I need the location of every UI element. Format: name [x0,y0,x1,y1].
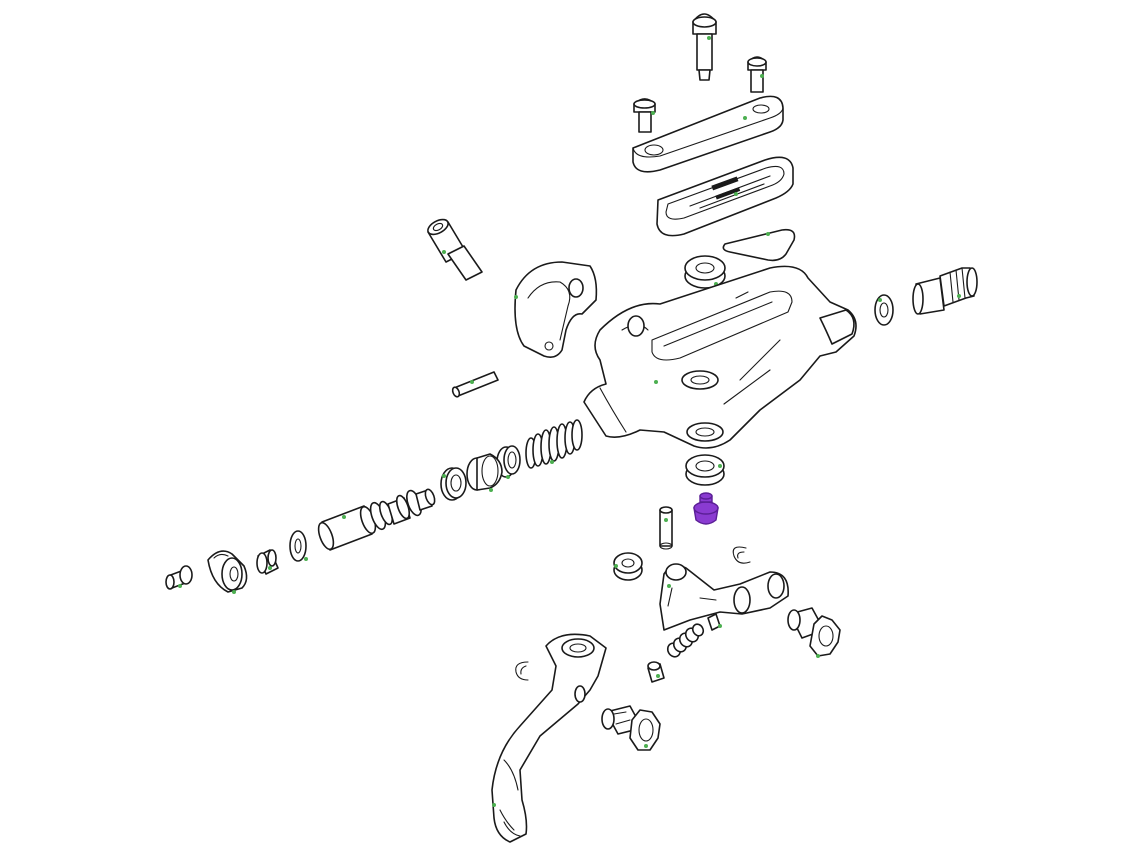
return-spring [525,419,583,469]
callout-dot [644,744,648,748]
callout-dot [492,803,496,807]
snap-ring-right [732,546,751,564]
lever-cam [659,563,789,631]
callout-dot [707,36,711,40]
callout-dot [550,460,554,464]
reservoir-bladder [656,156,794,237]
hose-barb-fitting [912,267,978,315]
crush-washer [874,294,894,326]
callout-dot [232,590,236,594]
top-cap-bolt-long [692,13,717,81]
piston-washer [289,530,308,562]
reservoir-cover [632,95,784,173]
master-piston [317,488,436,551]
piston-boot-cap [256,549,279,575]
piston-retainer [207,550,248,594]
snap-ring-left [515,661,529,681]
callout-dot [766,232,770,236]
lever-blade [491,633,607,843]
callout-dot [614,564,618,568]
lever-body [583,265,857,449]
callout-dot [651,111,655,115]
callout-dot [268,566,272,570]
handlebar-clamp [514,261,598,358]
callout-dot [743,116,747,120]
retainer-bolt [165,565,193,590]
top-cap-bolt-short [747,56,767,93]
callout-dot [442,474,446,478]
bearing-lower [685,454,725,486]
callout-dot [514,295,518,299]
callout-dot [760,74,764,78]
piston-cup [466,453,503,492]
callout-dot [816,654,820,658]
callout-dot [304,557,308,561]
callout-dot [442,250,446,254]
callout-dot [342,515,346,519]
reach-adjust-knob [787,607,841,658]
pivot-pin [451,371,499,398]
callout-dot [489,488,493,492]
callout-dot [878,298,882,302]
reservoir-gasket [722,228,796,262]
spacer-ring [440,467,467,501]
callout-dot [656,674,660,678]
callout-dot [470,380,474,384]
callout-dot [506,475,510,479]
callout-dot [734,192,738,196]
bleed-port-screw [693,492,719,525]
pivot-pin-small [659,506,673,550]
clamp-bolt [427,218,483,281]
callout-dot [178,584,182,588]
callout-dot [957,294,961,298]
small-plug [647,661,665,683]
bearing-top [684,255,726,289]
callout-dot [667,584,671,588]
top-cap-bolt-left [633,98,656,133]
callout-dot [718,624,722,628]
bearing-side [613,552,643,581]
callout-dot [718,464,722,468]
callout-dot [664,518,668,522]
adjust-spring [666,613,722,658]
callout-dot [654,380,658,384]
contact-adjust-knob [601,705,661,751]
